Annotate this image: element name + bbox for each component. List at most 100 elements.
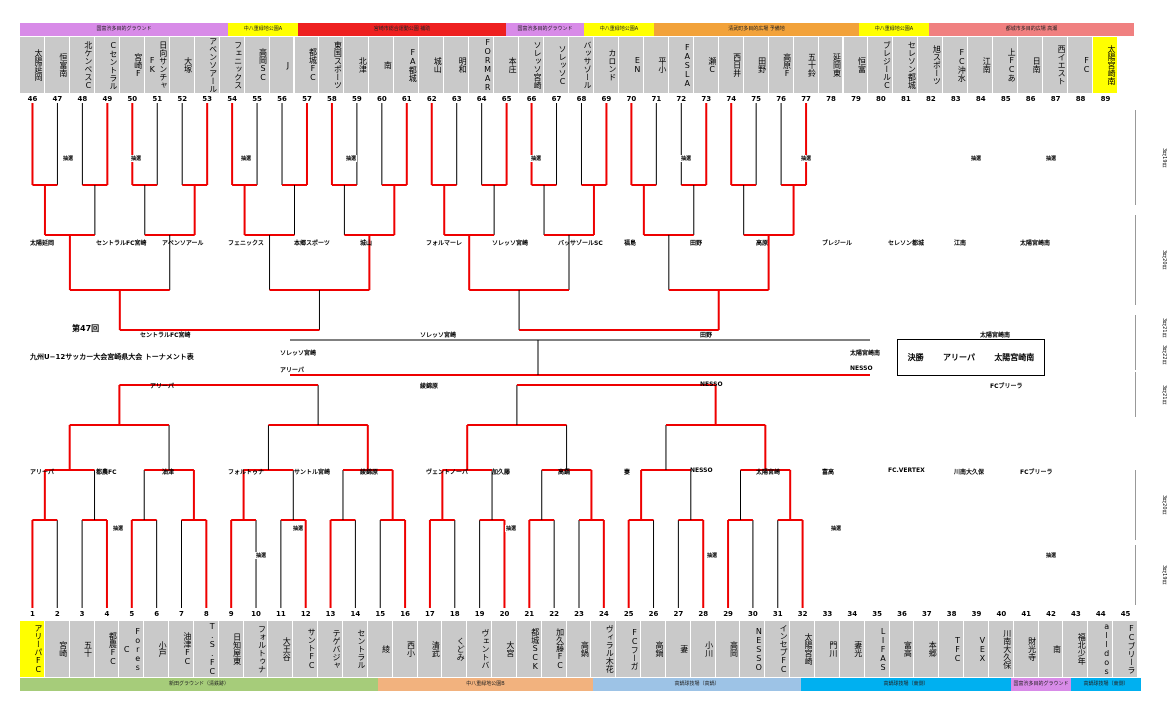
team-cell: 北ケンベスC xyxy=(69,37,95,93)
team-number: 38 xyxy=(946,610,957,618)
team-number: 61 xyxy=(401,95,412,103)
venue-label: 国富渋多目的グラウンド xyxy=(1011,678,1071,691)
round-label: 加久藤 xyxy=(492,469,511,476)
team-cell: 高鍋 xyxy=(566,621,592,677)
team-number: 69 xyxy=(601,95,612,103)
team-number: 84 xyxy=(975,95,986,103)
bye-marker: 抽選 xyxy=(345,155,358,162)
team-cell: FC沖水 xyxy=(943,37,969,93)
team-number: 42 xyxy=(1046,610,1056,618)
round-label: ソレッソ宮崎 xyxy=(280,350,317,357)
team-cell: アリーパFC xyxy=(20,621,45,677)
team-number: 43 xyxy=(1071,610,1081,618)
venue-label: 中八重緑地公園B xyxy=(378,678,593,691)
venue-label: 高鍋球技場（高鍋） xyxy=(593,678,801,691)
team-number: 4 xyxy=(104,610,110,618)
team-cell: 大塚 xyxy=(169,37,195,93)
round-label: サントル宮崎 xyxy=(294,469,331,476)
team-cell: 西イエスト xyxy=(1043,37,1069,93)
team-cell: ブレジールC xyxy=(868,37,894,93)
team-cell: 高鍋 xyxy=(641,621,666,677)
final-runner-up: 太陽宮崎南 xyxy=(994,353,1035,362)
team-number: 20 xyxy=(499,610,510,618)
team-cell: 北津 xyxy=(344,37,370,93)
team-cell: ヴェントバ xyxy=(467,621,493,677)
team-number: 73 xyxy=(701,95,712,103)
team-cell: 江南 xyxy=(968,37,994,93)
team-number: 8 xyxy=(203,610,209,618)
team-cell: 日向サンチャFK xyxy=(144,37,170,93)
team-number: 33 xyxy=(822,610,833,618)
team-cell: 門川 xyxy=(815,621,840,677)
venue-label: 中八重緑地公園A xyxy=(228,23,298,36)
round-label: FC.VERTEX xyxy=(888,467,925,474)
team-number: 30 xyxy=(748,610,758,618)
bye-marker: 抽選 xyxy=(530,155,543,162)
round-label: アリーパ xyxy=(150,383,174,390)
team-cell: ヴィラル木花 xyxy=(591,621,617,677)
team-cell: FC xyxy=(1068,37,1094,93)
team-number: 39 xyxy=(971,610,982,618)
team-number: 52 xyxy=(177,95,188,103)
round-label: セントラルFC宮崎 xyxy=(96,240,147,247)
team-cell: 恒富 xyxy=(843,37,869,93)
team-number: 89 xyxy=(1100,95,1111,103)
team-cell: 太陽延岡 xyxy=(20,37,45,93)
team-number: 34 xyxy=(847,610,858,618)
team-cell: 旭スポーツ xyxy=(918,37,944,93)
team-number: 13 xyxy=(325,610,336,618)
round-label: 川南大久保 xyxy=(954,469,985,476)
team-number: 63 xyxy=(451,95,462,103)
team-number: 51 xyxy=(152,95,163,103)
team-number: 37 xyxy=(921,610,932,618)
venue-label: 新田グラウンド（清鉄跡） xyxy=(20,678,378,691)
round-label: ヴェントノーバ xyxy=(426,469,468,476)
team-number: 75 xyxy=(751,95,762,103)
team-number: 31 xyxy=(772,610,783,618)
team-number: 81 xyxy=(901,95,911,103)
team-number: 21 xyxy=(524,610,535,618)
venue-label: 高鍋球技場（東側） xyxy=(1071,678,1141,691)
team-cell: インセプFC xyxy=(765,621,791,677)
round-label: ブレジール xyxy=(822,240,853,247)
round-label: 太陽宮崎 xyxy=(756,469,781,476)
final-result-box: 決勝 アリーパ 太陽宮崎南 xyxy=(897,339,1045,376)
round-label: 本郷スポーツ xyxy=(294,240,330,247)
team-cell: セレソン都城 xyxy=(893,37,919,93)
team-cell: 高岡 xyxy=(715,621,741,677)
team-number: 40 xyxy=(996,610,1007,618)
team-number: 74 xyxy=(726,95,737,103)
team-number: 7 xyxy=(179,610,184,618)
venue-label: 中八重緑地公園A xyxy=(584,23,654,36)
bye-marker: 抽選 xyxy=(1045,552,1058,559)
round-label: アリーパ xyxy=(30,469,54,476)
team-number: 16 xyxy=(400,610,410,618)
team-cell: Fores C xyxy=(119,621,145,677)
bye-marker: 抽選 xyxy=(62,155,75,162)
team-cell: 高原F xyxy=(768,37,794,93)
round-label: フェニックス xyxy=(228,240,264,247)
team-number: 82 xyxy=(925,95,936,103)
team-number: 5 xyxy=(129,610,135,618)
team-cell: TFC xyxy=(939,621,965,677)
round-label: フォルトゥナ xyxy=(228,469,265,476)
team-cell: T.S.FC xyxy=(193,621,219,677)
team-cell: 日南 xyxy=(1018,37,1044,93)
venue-label: 国富渋多目的グラウンド xyxy=(506,23,584,36)
team-cell: 日知屋東 xyxy=(218,621,244,677)
team-cell: 福北少年 xyxy=(1063,621,1089,677)
date-label: 3月19日 xyxy=(1135,110,1168,205)
team-number: 47 xyxy=(52,95,63,103)
team-cell: カロンド xyxy=(593,37,619,93)
team-cell: Cセントラル xyxy=(94,37,120,93)
team-cell: 恒富南 xyxy=(44,37,70,93)
team-number: 87 xyxy=(1050,95,1061,103)
team-number: 83 xyxy=(950,95,961,103)
team-cell: 小川 xyxy=(690,621,716,677)
date-label: 3月20日 xyxy=(1135,470,1168,540)
bye-marker: 抽選 xyxy=(706,552,719,559)
team-number: 26 xyxy=(648,610,659,618)
final-winner: アリーパ xyxy=(943,353,975,362)
team-cell: 宮崎F xyxy=(119,37,145,93)
